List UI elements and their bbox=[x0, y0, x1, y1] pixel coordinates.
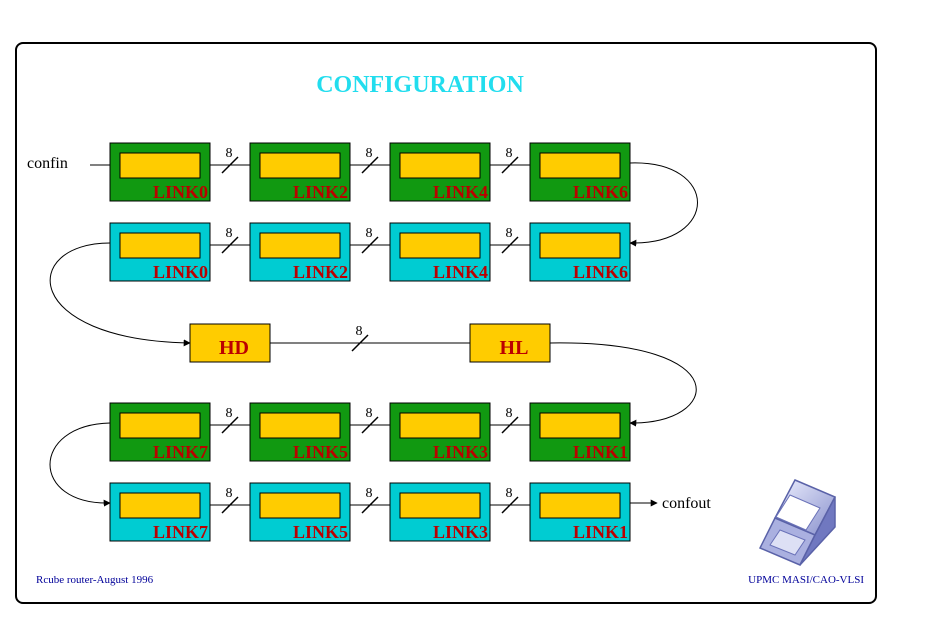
footer-right: UPMC MASI/CAO-VLSI bbox=[748, 574, 864, 586]
bus-r0-c0-width-label: 8 bbox=[226, 146, 233, 161]
bus-r3-c1-width-label: 8 bbox=[366, 486, 373, 501]
link-label: LINK1 bbox=[573, 442, 628, 462]
link-label: LINK2 bbox=[293, 262, 348, 282]
link-block-link6: LINK6 bbox=[529, 142, 631, 202]
bus-r3-c1-slash bbox=[361, 496, 379, 514]
register-box bbox=[119, 152, 201, 179]
register-box bbox=[539, 152, 621, 179]
bus-r2-c0-slash bbox=[221, 416, 239, 434]
register-box bbox=[119, 412, 201, 439]
link-block-link6: LINK6 bbox=[529, 222, 631, 282]
link-label: LINK0 bbox=[153, 262, 208, 282]
link-label: LINK2 bbox=[293, 182, 348, 202]
link-label: LINK5 bbox=[293, 442, 348, 462]
link-label: LINK0 bbox=[153, 182, 208, 202]
link-label: LINK5 bbox=[293, 522, 348, 542]
link-label: LINK7 bbox=[153, 442, 208, 462]
bus-r3-c0-width-label: 8 bbox=[226, 486, 233, 501]
bus-r0-c1-slash bbox=[361, 156, 379, 174]
link-block-link0: LINK0 bbox=[109, 142, 211, 202]
link-block-link4: LINK4 bbox=[389, 222, 491, 282]
link-label: LINK4 bbox=[433, 262, 488, 282]
bus-r3-c0-slash bbox=[221, 496, 239, 514]
register-box bbox=[399, 232, 481, 259]
bus-hd-hl-slash bbox=[351, 334, 369, 352]
bus-r0-c1-width-label: 8 bbox=[366, 146, 373, 161]
register-box bbox=[399, 412, 481, 439]
link-block-link2: LINK2 bbox=[249, 142, 351, 202]
register-box bbox=[259, 412, 341, 439]
link-label: LINK7 bbox=[153, 522, 208, 542]
bus-r2-c1-slash bbox=[361, 416, 379, 434]
confin-label: confin bbox=[27, 155, 68, 172]
loop-row1-to-row2 bbox=[629, 162, 698, 247]
slide-frame bbox=[15, 42, 877, 604]
link-block-link0: LINK0 bbox=[109, 222, 211, 282]
link-block-link4: LINK4 bbox=[389, 142, 491, 202]
link-label: LINK6 bbox=[573, 182, 628, 202]
link-label: LINK1 bbox=[573, 522, 628, 542]
link-label: LINK3 bbox=[433, 442, 488, 462]
register-box bbox=[119, 492, 201, 519]
bus-r0-c2-slash bbox=[501, 156, 519, 174]
register-box bbox=[259, 152, 341, 179]
bus-r2-c2-slash bbox=[501, 416, 519, 434]
bus-r2-c1-width-label: 8 bbox=[366, 406, 373, 421]
link-block-link5: LINK5 bbox=[249, 482, 351, 542]
bus-r0-c2-width-label: 8 bbox=[506, 146, 513, 161]
link-block-link7: LINK7 bbox=[109, 482, 211, 542]
header-block-hl: HL bbox=[469, 323, 551, 363]
link-block-link5: LINK5 bbox=[249, 402, 351, 462]
cube-logo-icon bbox=[758, 479, 837, 566]
header-block-body bbox=[189, 323, 271, 363]
bus-r1-c2-width-label: 8 bbox=[506, 226, 513, 241]
link-label: LINK3 bbox=[433, 522, 488, 542]
bus-r1-c0-width-label: 8 bbox=[226, 226, 233, 241]
header-block-hd: HD bbox=[189, 323, 271, 363]
loop-hl-to-row3 bbox=[549, 342, 697, 427]
confout-label: confout bbox=[662, 495, 711, 512]
wire-layer: 8 8 8 8 8 8 8 8 8 8 8 8 8 bbox=[49, 146, 698, 514]
link-label: LINK6 bbox=[573, 262, 628, 282]
link-label: LINK4 bbox=[433, 182, 488, 202]
link-block-link1: LINK1 bbox=[529, 482, 631, 542]
register-box bbox=[399, 492, 481, 519]
header-block-label: HL bbox=[500, 337, 529, 359]
bus-r1-c2-slash bbox=[501, 236, 519, 254]
bus-r1-c0-slash bbox=[221, 236, 239, 254]
register-box bbox=[259, 492, 341, 519]
bus-r1-c1-slash bbox=[361, 236, 379, 254]
register-box bbox=[539, 492, 621, 519]
register-box bbox=[539, 232, 621, 259]
link-block-link3: LINK3 bbox=[389, 482, 491, 542]
bus-r0-c0-slash bbox=[221, 156, 239, 174]
register-box bbox=[259, 232, 341, 259]
link-block-link1: LINK1 bbox=[529, 402, 631, 462]
header-block-body bbox=[469, 323, 551, 363]
register-box bbox=[399, 152, 481, 179]
page-title: CONFIGURATION bbox=[316, 72, 524, 98]
footer-left: Rcube router-August 1996 bbox=[36, 574, 154, 586]
loop-row3-to-row4 bbox=[49, 422, 111, 507]
register-box bbox=[119, 232, 201, 259]
link-block-link7: LINK7 bbox=[109, 402, 211, 462]
loop-row2-to-hd bbox=[49, 242, 191, 347]
bus-hd-hl-width-label: 8 bbox=[356, 324, 363, 339]
bus-r2-c0-width-label: 8 bbox=[226, 406, 233, 421]
bus-r1-c1-width-label: 8 bbox=[366, 226, 373, 241]
link-block-link3: LINK3 bbox=[389, 402, 491, 462]
bus-r3-c2-width-label: 8 bbox=[506, 486, 513, 501]
header-block-label: HD bbox=[219, 337, 249, 359]
bus-r2-c2-width-label: 8 bbox=[506, 406, 513, 421]
register-box bbox=[539, 412, 621, 439]
link-block-link2: LINK2 bbox=[249, 222, 351, 282]
bus-r3-c2-slash bbox=[501, 496, 519, 514]
